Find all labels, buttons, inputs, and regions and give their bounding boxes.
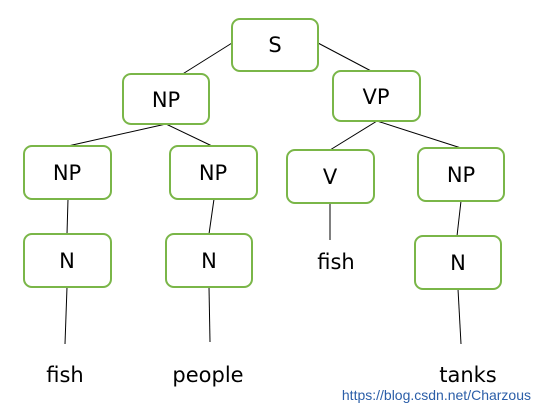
edge-n-mid-people (208, 286, 211, 343)
node-label: N (450, 251, 466, 275)
edge-vp-np-right (376, 120, 462, 149)
node-n-left: N (23, 233, 112, 288)
edge-vp-v (329, 120, 378, 151)
node-box (231, 18, 319, 72)
node-np-mid: NP (169, 145, 258, 200)
node-np-right: NP (417, 147, 505, 202)
node-box (23, 233, 112, 288)
node-s: S (231, 18, 319, 72)
watermark-url: https://blog.csdn.net/Charzous (341, 387, 531, 403)
node-box (23, 145, 112, 200)
tree-edges (64, 42, 462, 345)
node-label: VP (362, 85, 389, 109)
node-np-top: NP (122, 73, 210, 125)
edge-s-vp (317, 42, 374, 73)
node-label: N (201, 249, 217, 273)
leaf-fish-noun: fish (46, 363, 83, 387)
node-v: V (286, 149, 375, 204)
node-label: V (323, 165, 338, 189)
node-label: S (268, 33, 281, 57)
node-label: NP (152, 88, 180, 112)
leaf-fish-verb: fish (317, 250, 354, 274)
edge-np-np-mid (165, 123, 213, 147)
node-box (414, 235, 502, 290)
node-label: N (59, 249, 75, 273)
edge-s-np (180, 42, 233, 76)
node-label: NP (199, 161, 227, 185)
node-label: NP (447, 163, 475, 187)
node-box (417, 147, 505, 202)
node-vp: VP (332, 70, 421, 122)
node-np-left: NP (23, 145, 112, 200)
edge-n-right-tanks (457, 288, 462, 345)
node-box (169, 145, 258, 200)
node-box (165, 233, 253, 288)
edge-n-left-fish (64, 286, 68, 345)
leaf-tanks: tanks (439, 363, 497, 387)
node-box (332, 70, 421, 122)
edge-np-left-n (66, 198, 69, 235)
edge-np-right-n (456, 200, 462, 237)
leaf-people: people (172, 363, 243, 387)
node-n-right: N (414, 235, 502, 290)
edge-np-np-left (67, 123, 167, 147)
node-label: NP (53, 161, 81, 185)
node-box (286, 149, 375, 204)
node-box (122, 73, 210, 125)
node-n-mid: N (165, 233, 253, 288)
edge-np-mid-n (208, 198, 215, 235)
